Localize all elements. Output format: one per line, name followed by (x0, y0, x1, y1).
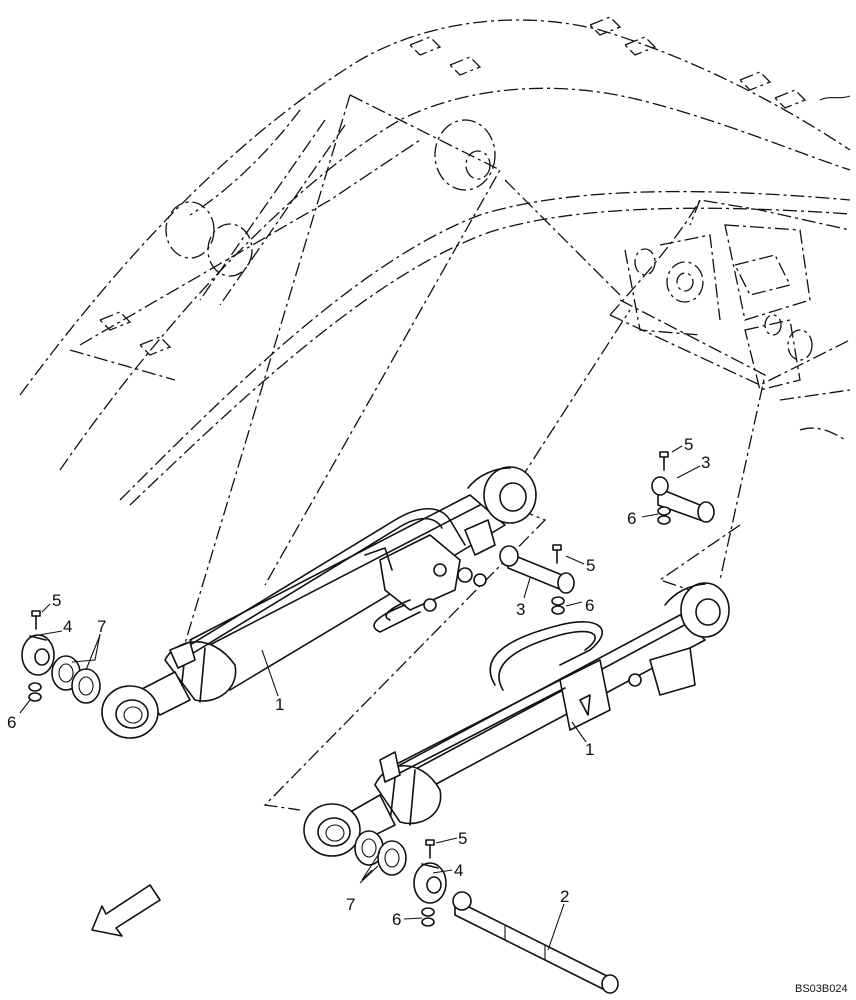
callout-labels: 1 1 2 3 3 4 4 5 5 5 5 6 6 6 6 7 7 (7, 435, 710, 929)
pin-2 (452, 891, 619, 994)
callout-4: 4 (63, 617, 72, 636)
boom-cylinder-left (101, 466, 537, 739)
callout-4: 4 (454, 861, 463, 880)
leader-lines (19, 445, 701, 951)
pin-3-lower (499, 545, 575, 594)
shims-7-b (354, 830, 407, 876)
collar-4-b (413, 862, 447, 904)
pin-3-upper (651, 476, 715, 523)
boom-cylinder-right (303, 582, 730, 857)
callout-5: 5 (684, 435, 693, 454)
shims-7-a (51, 655, 101, 704)
callout-3: 3 (701, 453, 710, 472)
callout-2: 2 (560, 887, 569, 906)
callout-3: 3 (516, 600, 525, 619)
bolt-5-b (552, 544, 562, 564)
bolt-5-a (659, 451, 669, 471)
boom-outline (19, 16, 851, 506)
bolt-5-c (31, 610, 41, 630)
nuts-6-b (551, 596, 565, 615)
callout-6: 6 (627, 509, 636, 528)
front-direction-arrow-icon (91, 884, 161, 937)
assembly-lines (129, 94, 766, 811)
callout-6: 6 (585, 596, 594, 615)
nuts-6-a (657, 506, 671, 525)
callout-5: 5 (458, 829, 467, 848)
callout-5: 5 (586, 556, 595, 575)
callout-7: 7 (97, 617, 106, 636)
callout-1: 1 (275, 695, 284, 714)
upper-frame-brackets (609, 199, 851, 441)
callout-6: 6 (7, 713, 16, 732)
callout-1: 1 (585, 740, 594, 759)
callout-5: 5 (52, 591, 61, 610)
callout-6: 6 (392, 910, 401, 929)
bolt-5-d (425, 839, 435, 859)
nuts-6-c (28, 682, 42, 702)
callout-7: 7 (346, 895, 355, 914)
collar-4-a (21, 634, 55, 676)
drawing-code: BS03B024 (795, 983, 848, 995)
nuts-6-d (421, 907, 435, 927)
